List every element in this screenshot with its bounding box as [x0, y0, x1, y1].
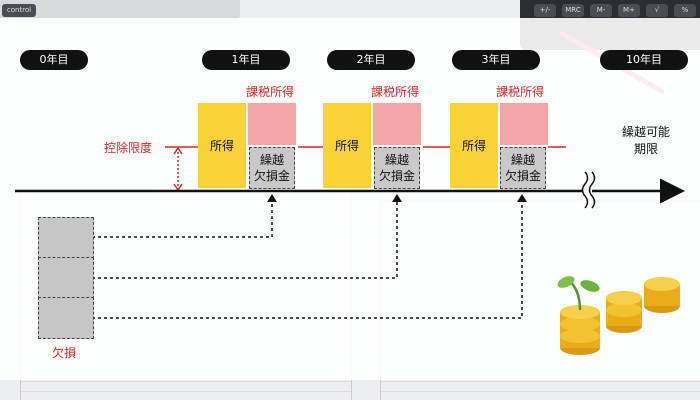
carryforward-loss-label: 繰越 欠損金: [253, 153, 290, 183]
income-box-1: 所得: [198, 103, 246, 188]
income-label: 所得: [334, 139, 359, 153]
background-laptop: control: [0, 0, 240, 20]
carryforward-connector: [92, 200, 398, 279]
income-box-2: 所得: [323, 103, 371, 188]
year-label-2: 2年目: [327, 50, 415, 70]
loss-label: 欠損: [52, 346, 77, 360]
deduction-limit-label: 控除限度: [104, 141, 153, 155]
connector-arrowhead: [267, 194, 277, 202]
carryforward-connector: [92, 200, 273, 238]
income-label: 所得: [209, 139, 234, 153]
taxable-income-box-2: [373, 103, 421, 145]
calculator-key: √: [646, 4, 668, 17]
income-label: 所得: [461, 139, 486, 153]
connector-arrowhead: [517, 194, 527, 202]
timeline-break-mark: [581, 171, 589, 209]
year-label-10: 10年目: [600, 50, 688, 70]
calculator-key: M+: [618, 4, 640, 17]
carryforward-loss-box-2: 繰越 欠損金: [374, 147, 420, 189]
carryforward-loss-box-1: 繰越 欠損金: [249, 147, 295, 189]
connector-arrowhead: [392, 194, 402, 202]
taxable-income-box-1: [248, 103, 296, 145]
calculator-key: %: [674, 4, 696, 17]
timeline-break-mark: [588, 171, 596, 209]
carryforward-loss-box-3: 繰越 欠損金: [500, 147, 546, 189]
taxable-income-label-1: 課税所得: [246, 85, 295, 99]
year-label-0: 0年目: [20, 50, 88, 70]
coin-stack-illustration: [557, 276, 680, 355]
timeline-break-gap: [582, 170, 592, 215]
carryforward-limit-label: 繰越可能 期限: [621, 125, 670, 156]
taxable-income-label-3: 課税所得: [496, 85, 545, 99]
calculator-key: +/-: [534, 4, 556, 17]
loss-block-1: [38, 217, 94, 259]
carryforward-loss-label: 繰越 欠損金: [378, 153, 415, 183]
taxable-income-label-2: 課税所得: [371, 85, 420, 99]
loss-block-2: [38, 257, 94, 299]
carryforward-loss-label: 繰越 欠損金: [504, 153, 541, 183]
carryforward-connector: [92, 200, 523, 319]
background-laptop-key: control: [2, 4, 36, 17]
calculator-key: M-: [590, 4, 612, 17]
calculator-key: MRC: [562, 4, 584, 17]
year-label-3: 3年目: [452, 50, 540, 70]
deduction-limit-arrowhead: [173, 146, 183, 155]
year-label-1: 1年目: [202, 50, 290, 70]
income-box-3: 所得: [450, 103, 498, 188]
taxable-income-box-3: [500, 103, 548, 145]
loss-block-3: [38, 297, 94, 339]
